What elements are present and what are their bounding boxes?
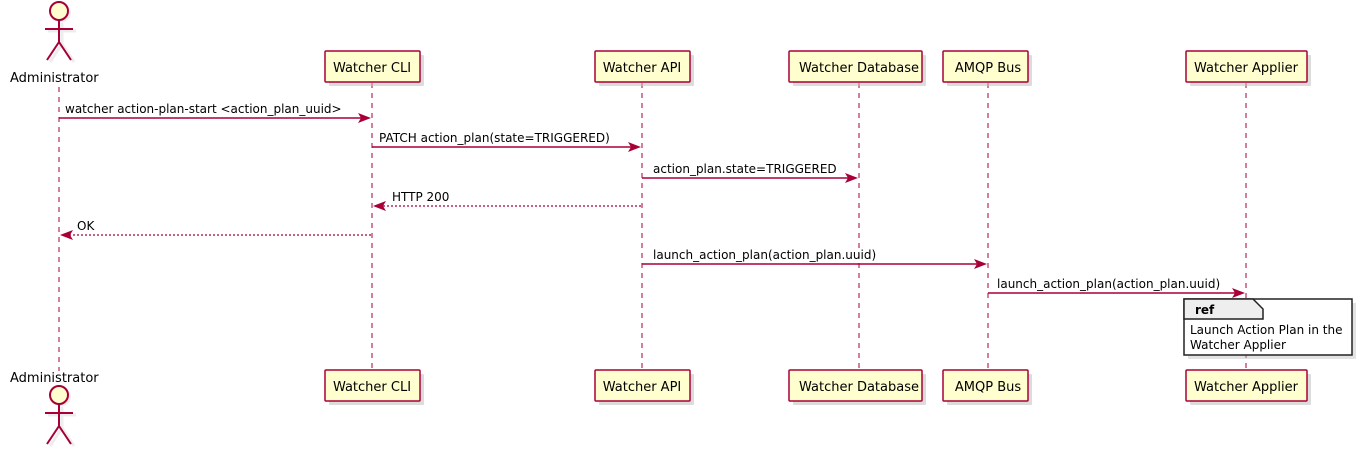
participant-box[interactable] (594, 369, 691, 402)
participant-label-watcher-database-bottom: Watcher Database (799, 380, 919, 395)
message-label: launch_action_plan(action_plan.uuid) (653, 248, 876, 262)
message-action-plan-state-triggered[interactable]: action_plan.state=TRIGGERED (642, 162, 858, 183)
message-label: HTTP 200 (392, 190, 449, 204)
participant-box[interactable] (594, 50, 691, 83)
participant-label-watcher-cli-bottom: Watcher CLI (333, 380, 411, 395)
actor-label-administrator-top: Administrator (10, 71, 99, 86)
arrowhead-right-icon (358, 113, 371, 123)
message-launch-action-plan-bus-to-applier[interactable]: launch_action_plan(action_plan.uuid) (988, 277, 1245, 298)
participant-watcher-api-bottom[interactable]: Watcher API (594, 369, 694, 405)
participant-amqp-bus-top[interactable]: AMQP Bus (942, 50, 1032, 86)
message-ok[interactable]: OK (60, 219, 371, 240)
arrowhead-left-icon (373, 201, 386, 211)
participant-watcher-api-top[interactable]: Watcher API (594, 50, 694, 86)
participant-amqp-bus-bottom[interactable]: AMQP Bus (942, 369, 1032, 405)
actor-leg-right-icon (58, 425, 72, 445)
message-label: watcher action-plan-start <action_plan_u… (65, 102, 342, 116)
participant-label-amqp-bus-top: AMQP Bus (955, 61, 1021, 76)
participant-label-watcher-api-top: Watcher API (603, 61, 682, 76)
participant-watcher-cli-top[interactable]: Watcher CLI (324, 50, 424, 86)
participant-label-watcher-applier-top: Watcher Applier (1194, 61, 1299, 76)
ref-block-tab (1183, 298, 1264, 320)
participant-box[interactable] (942, 50, 1029, 83)
participant-box[interactable] (1185, 50, 1308, 83)
participant-label-watcher-applier-bottom: Watcher Applier (1194, 380, 1299, 395)
message-label: action_plan.state=TRIGGERED (653, 162, 837, 176)
actor-label-administrator-bottom: Administrator (10, 371, 99, 386)
actor-leg-left-icon (46, 425, 60, 445)
participant-label-watcher-cli-top: Watcher CLI (333, 61, 411, 76)
message-patch-action-plan[interactable]: PATCH action_plan(state=TRIGGERED) (372, 131, 641, 152)
participant-watcher-database-bottom[interactable]: Watcher Database (788, 369, 926, 405)
participant-watcher-database-top[interactable]: Watcher Database (788, 50, 926, 86)
actor-leg-left-icon (46, 41, 60, 61)
ref-block-tab-label: ref (1195, 303, 1215, 317)
participant-box[interactable] (324, 50, 421, 83)
message-label: PATCH action_plan(state=TRIGGERED) (379, 131, 610, 145)
arrowhead-right-icon (974, 259, 987, 269)
actor-head-icon (49, 385, 69, 405)
arrowhead-right-icon (1232, 288, 1245, 298)
ref-block-body-line-1: Launch Action Plan in the (1190, 323, 1342, 337)
message-label: launch_action_plan(action_plan.uuid) (997, 277, 1220, 291)
participant-watcher-applier-bottom[interactable]: Watcher Applier (1185, 369, 1311, 405)
ref-block[interactable]: ref Launch Action Plan in the Watcher Ap… (1183, 298, 1356, 359)
lifelines-group (58, 83, 1247, 371)
message-label: OK (77, 219, 95, 233)
participant-box[interactable] (942, 369, 1029, 402)
participant-label-amqp-bus-bottom: AMQP Bus (955, 380, 1021, 395)
participant-watcher-applier-top[interactable]: Watcher Applier (1185, 50, 1311, 86)
arrowhead-right-icon (628, 142, 641, 152)
arrowhead-left-icon (60, 230, 73, 240)
actor-administrator-bottom[interactable]: Administrator (10, 371, 99, 447)
participant-box[interactable] (788, 369, 923, 402)
message-http-200[interactable]: HTTP 200 (373, 190, 641, 211)
participant-box[interactable] (1185, 369, 1308, 402)
message-launch-action-plan-api-to-bus[interactable]: launch_action_plan(action_plan.uuid) (642, 248, 987, 269)
participant-label-watcher-api-bottom: Watcher API (603, 380, 682, 395)
message-watcher-action-plan-start[interactable]: watcher action-plan-start <action_plan_u… (59, 102, 371, 123)
participant-label-watcher-database-top: Watcher Database (799, 61, 919, 76)
participant-box[interactable] (324, 369, 421, 402)
actor-head-icon (49, 1, 69, 21)
arrowhead-right-icon (845, 173, 858, 183)
actor-administrator-top[interactable]: Administrator (10, 1, 99, 86)
actor-leg-right-icon (58, 41, 72, 61)
participant-watcher-cli-bottom[interactable]: Watcher CLI (324, 369, 424, 405)
ref-block-body-line-2: Watcher Applier (1190, 338, 1286, 352)
participant-box[interactable] (788, 50, 923, 83)
